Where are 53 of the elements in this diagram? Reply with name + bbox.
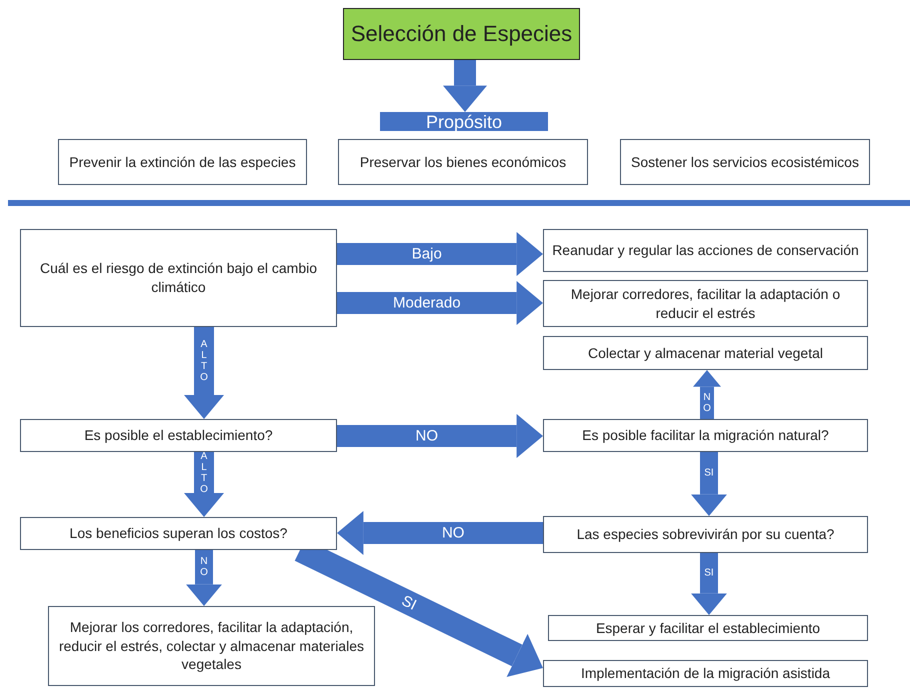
box-text: Es posible facilitar la migración natural? xyxy=(582,426,829,445)
block-arrow xyxy=(184,452,224,517)
box-text: Cuál es el riesgo de extinción bajo el cambio climático xyxy=(38,259,318,297)
process-box xyxy=(543,419,868,452)
title-text: Selección de Especies xyxy=(350,20,572,48)
block-arrow xyxy=(186,550,222,606)
process-box xyxy=(48,606,375,686)
edge-label: ALTO xyxy=(199,339,209,383)
box-text: Esperar y facilitar el establecimiento xyxy=(596,618,820,638)
block-arrow xyxy=(337,281,543,325)
edge-label: SI xyxy=(398,592,418,613)
box-text: Preservar los bienes económicos xyxy=(360,152,566,172)
process-box xyxy=(543,660,868,687)
process-box xyxy=(338,139,588,185)
edge-label: NO xyxy=(416,428,438,444)
edge-label: NO xyxy=(199,556,209,578)
edge-label: SI xyxy=(704,468,714,479)
heading-band xyxy=(380,112,548,131)
box-text: Reanudar y regular las acciones de conservación xyxy=(552,241,859,260)
block-arrow xyxy=(337,414,543,458)
edge-label: Bajo xyxy=(412,246,442,262)
edge-label: Moderado xyxy=(393,296,461,310)
title-box xyxy=(343,8,580,60)
process-box xyxy=(543,336,868,370)
edge-label: ALTO xyxy=(199,450,209,494)
box-text: Las especies sobrevivirán por su cuenta? xyxy=(576,525,834,544)
box-text: Prevenir la extinción de las especies xyxy=(69,152,296,172)
block-arrow xyxy=(693,370,721,419)
edge-label: NO xyxy=(702,392,712,414)
process-box xyxy=(20,517,337,550)
edge-label: NO xyxy=(442,526,464,540)
edge-label: SI xyxy=(704,568,714,579)
block-arrow xyxy=(443,60,487,112)
box-text: Es posible el establecimiento? xyxy=(84,426,273,445)
process-box xyxy=(620,139,870,185)
process-box xyxy=(20,229,337,327)
process-box xyxy=(58,139,307,185)
process-box xyxy=(20,419,337,452)
process-box xyxy=(543,280,868,327)
box-text: Implementación de la migración asistida xyxy=(580,664,830,683)
process-box xyxy=(548,615,868,641)
box-text: Sostener los servicios ecosistémicos xyxy=(631,152,859,172)
box-text: Mejorar los corredores, facilitar la adaptación, reducir el estrés, colectar y almacenar materiales vegetales xyxy=(58,618,365,674)
block-arrow xyxy=(337,511,543,555)
block-arrow xyxy=(691,553,727,615)
block-arrow xyxy=(337,232,543,276)
box-text: Colectar y almacenar material vegetal xyxy=(588,344,823,362)
block-arrow xyxy=(184,327,224,419)
heading-text: Propósito xyxy=(426,112,502,130)
box-text: Los beneficios superan los costos? xyxy=(70,524,288,543)
box-text: Mejorar corredores, facilitar la adaptación o reducir el estrés xyxy=(570,284,842,322)
process-box xyxy=(543,229,868,272)
process-box xyxy=(543,516,868,553)
